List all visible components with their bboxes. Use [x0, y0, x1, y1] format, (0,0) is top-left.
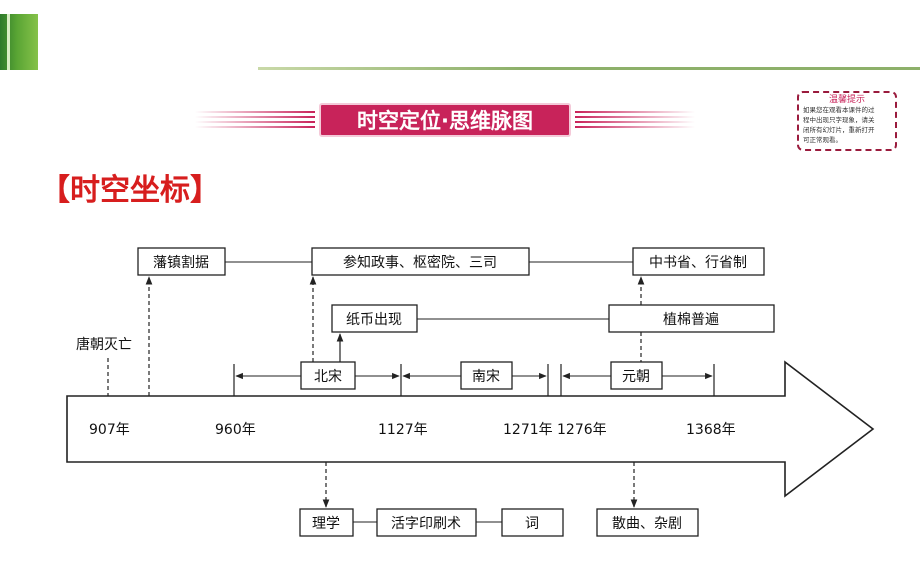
box-label: 藩镇割据	[153, 254, 209, 271]
box-ci: 词	[501, 508, 564, 537]
period-label: 北宋	[314, 369, 342, 385]
banner-title: 时空定位·思维脉图	[319, 103, 571, 137]
box-label: 词	[525, 516, 539, 532]
hint-line: 闭所有幻灯片，重新打开	[803, 126, 875, 134]
box-label: 活字印刷术	[391, 516, 461, 532]
hint-line: 如果您在观看本课件的过	[803, 106, 875, 114]
hint-line: 可正常观看。	[803, 136, 842, 144]
year-label: 907年	[89, 422, 130, 438]
box-label: 散曲、杂剧	[612, 516, 682, 532]
box-zhongshu: 中书省、行省制	[632, 247, 765, 276]
box-label: 理学	[312, 516, 340, 532]
year-label: 960年	[215, 422, 256, 438]
hint-line: 程中出现只字现象，请关	[803, 116, 875, 124]
period-box-yuan: 元朝	[610, 361, 663, 390]
header-divider	[258, 67, 920, 70]
year-label: 1276年	[557, 422, 607, 438]
box-label: 植棉普遍	[663, 311, 719, 328]
period-label: 南宋	[472, 369, 500, 385]
hint-box: 温馨提示 如果您在观看本课件的过 程中出现只字现象，请关 闭所有幻灯片，重新打开…	[797, 91, 897, 151]
section-banner: 时空定位·思维脉图	[195, 101, 700, 141]
corner-decoration	[0, 14, 38, 70]
box-huozi: 活字印刷术	[376, 508, 477, 537]
box-label: 参知政事、枢密院、三司	[343, 254, 497, 271]
timeline-arrow	[66, 360, 875, 498]
banner-decoration-right	[575, 111, 695, 131]
event-tang-fall: 唐朝灭亡	[76, 336, 132, 353]
box-label: 纸币出现	[346, 312, 402, 328]
box-zhimian: 植棉普遍	[608, 304, 775, 333]
year-label: 1368年	[686, 422, 736, 438]
box-lixue: 理学	[299, 508, 354, 537]
hint-body: 如果您在观看本课件的过 程中出现只字现象，请关 闭所有幻灯片，重新打开 可正常观…	[803, 105, 891, 145]
box-fanzhen: 藩镇割据	[137, 247, 226, 276]
box-canzhi: 参知政事、枢密院、三司	[311, 247, 530, 276]
period-box-nan-song: 南宋	[460, 361, 513, 390]
section-title: 【时空坐标】	[40, 173, 220, 208]
year-label: 1127年	[378, 422, 428, 438]
period-box-bei-song: 北宋	[300, 361, 356, 390]
box-sanqu: 散曲、杂剧	[596, 508, 699, 537]
hint-title: 温馨提示	[828, 95, 865, 105]
box-zhibi: 纸币出现	[331, 304, 418, 333]
period-label: 元朝	[622, 369, 650, 385]
box-label: 中书省、行省制	[649, 255, 747, 271]
corner-stripe	[7, 14, 10, 70]
banner-decoration-left	[195, 111, 315, 131]
year-label: 1271年	[503, 422, 553, 438]
